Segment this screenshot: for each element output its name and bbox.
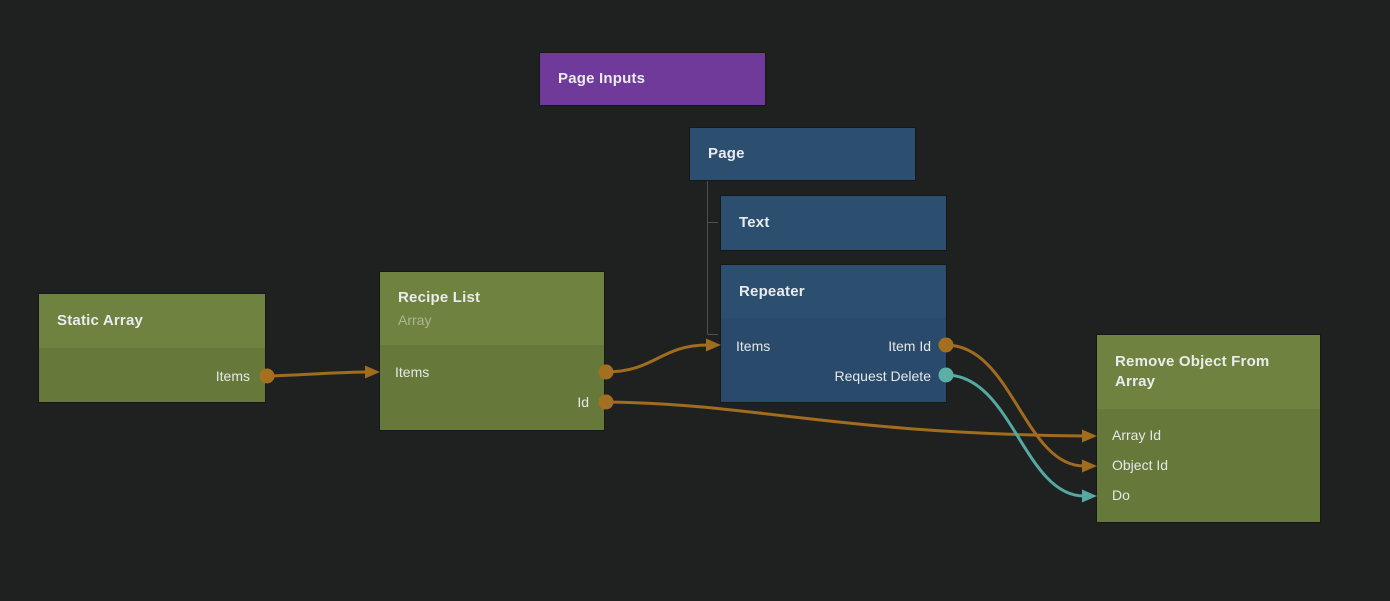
node-header: Recipe List Array <box>380 272 604 345</box>
port-row: Object Id <box>1097 450 1320 480</box>
node-header: Page <box>690 128 915 180</box>
node-title: Text <box>739 214 770 231</box>
port-request-delete-output[interactable]: Request Delete <box>834 368 931 384</box>
connection-repeater-item-id-to-remove-object-object-id[interactable] <box>938 337 1098 473</box>
port-item-id-output[interactable]: Item Id <box>888 338 931 354</box>
node-ports: Items <box>39 348 265 402</box>
node-header: Page Inputs <box>540 53 765 105</box>
node-ports: Items Item Id Request Delete <box>721 318 946 402</box>
node-remove-object-from-array[interactable]: Remove Object From Array Array Id Object… <box>1097 335 1320 522</box>
node-title: Remove Object From Array <box>1115 353 1270 390</box>
arrowhead-remove-object-do <box>1082 489 1097 503</box>
port-items-input[interactable]: Items <box>736 338 771 354</box>
node-header: Remove Object From Array <box>1097 335 1320 409</box>
port-row: Items <box>380 357 604 387</box>
hierarchy-line-page-children <box>707 181 718 335</box>
node-page[interactable]: Page <box>690 128 915 180</box>
node-title: Static Array <box>57 312 144 329</box>
node-text[interactable]: Text <box>721 196 946 250</box>
port-id-output[interactable]: Id <box>577 394 589 410</box>
port-row: Items <box>39 361 265 391</box>
connection-static-array-items-to-recipe-list-items[interactable] <box>259 365 381 384</box>
arrowhead-repeater-items <box>706 338 721 352</box>
port-array-id-input[interactable]: Array Id <box>1112 427 1162 443</box>
connection-repeater-request-delete-to-remove-object-do[interactable] <box>938 367 1098 503</box>
port-row: Id <box>380 387 604 417</box>
node-title: Page <box>708 145 745 162</box>
node-type-label: Array <box>398 311 432 328</box>
arrowhead-remove-object-object-id <box>1082 459 1097 473</box>
port-row: Do <box>1097 480 1320 510</box>
node-header: Static Array <box>39 294 265 348</box>
port-items-input[interactable]: Items <box>395 364 430 380</box>
port-object-id-input[interactable]: Object Id <box>1112 457 1169 473</box>
arrowhead-recipe-list-items <box>365 365 380 379</box>
node-title: Recipe List <box>398 288 481 306</box>
node-title: Repeater <box>739 282 805 300</box>
node-title: Page Inputs <box>558 70 646 87</box>
arrowhead-remove-object-array-id <box>1082 429 1097 443</box>
node-ports: Array Id Object Id Do <box>1097 409 1320 522</box>
node-header: Repeater <box>721 265 946 318</box>
port-row: Array Id <box>1097 420 1320 450</box>
node-page-inputs[interactable]: Page Inputs <box>540 53 765 105</box>
node-static-array[interactable]: Static Array Items <box>39 294 265 402</box>
node-repeater[interactable]: Repeater Items Item Id Request Delete <box>721 265 946 402</box>
node-header: Text <box>721 196 946 250</box>
node-recipe-list[interactable]: Recipe List Array Items Id <box>380 272 604 430</box>
port-items-output[interactable]: Items <box>215 368 250 384</box>
connection-recipe-list-items-to-repeater-items[interactable] <box>598 338 722 380</box>
port-do-input[interactable]: Do <box>1112 487 1130 503</box>
node-ports: Items Id <box>380 345 604 430</box>
port-row: Items Item Id <box>721 331 946 361</box>
port-row: Request Delete <box>721 361 946 391</box>
